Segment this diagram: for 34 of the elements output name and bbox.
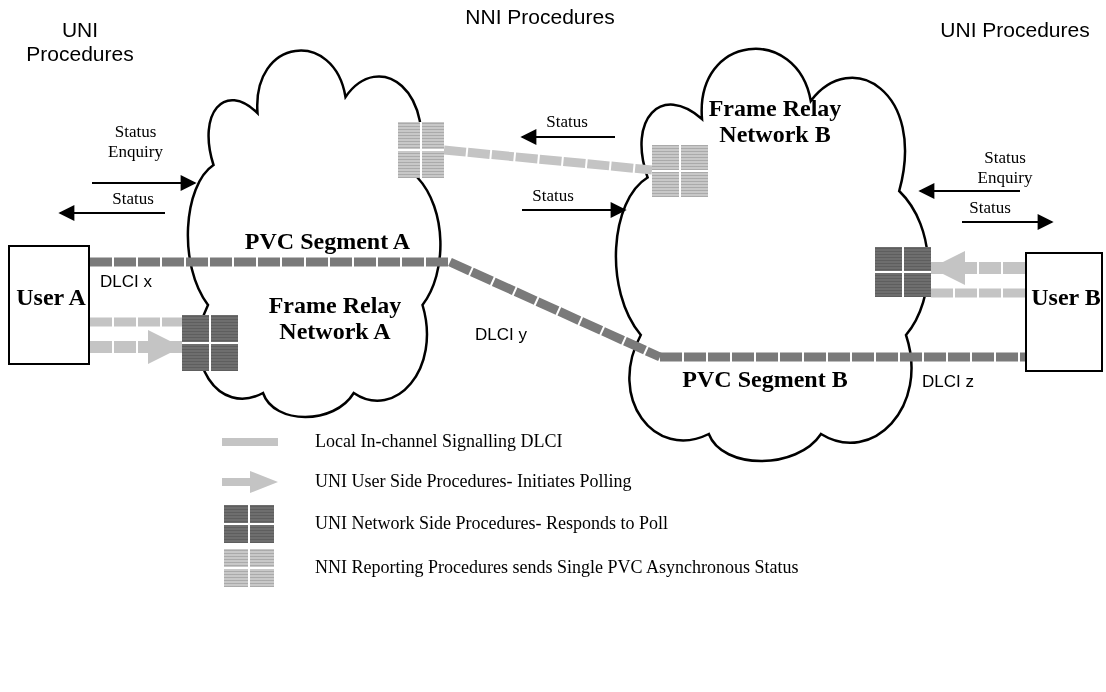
node-label: User A bbox=[15, 284, 87, 311]
message-label: Status bbox=[545, 112, 589, 132]
legend-label: Local In-channel Signalling DLCI bbox=[315, 431, 563, 452]
section-heading: NNI Procedures bbox=[465, 5, 615, 30]
node-label: Frame Relay Network B bbox=[707, 95, 843, 148]
hatched-square bbox=[652, 145, 708, 197]
section-heading: UNI Procedures bbox=[25, 18, 135, 67]
node-label: Frame Relay Network A bbox=[267, 292, 403, 345]
user-box bbox=[1025, 252, 1103, 372]
message-label: Status bbox=[968, 198, 1012, 218]
message-label: Status Enquiry bbox=[976, 148, 1034, 188]
connector-line bbox=[931, 288, 1025, 298]
message-label: Status bbox=[111, 189, 155, 209]
connector-line bbox=[660, 352, 1025, 362]
connector-line bbox=[90, 317, 182, 327]
message-label: Status bbox=[531, 186, 575, 206]
edge-label: DLCI y bbox=[475, 325, 527, 345]
hatched-square bbox=[875, 247, 931, 297]
connector-line bbox=[443, 145, 653, 175]
arrow bbox=[931, 251, 1025, 285]
node-label: PVC Segment A bbox=[243, 228, 412, 255]
connector-line bbox=[90, 257, 450, 267]
hatched-square bbox=[182, 315, 238, 371]
hatched-square bbox=[398, 122, 444, 178]
node-label: PVC Segment B bbox=[681, 366, 849, 393]
node-label: User B bbox=[1030, 284, 1102, 311]
legend-label: UNI Network Side Procedures- Responds to Poll bbox=[315, 513, 668, 534]
user-box bbox=[8, 245, 90, 365]
arrow bbox=[90, 330, 182, 364]
legend-label: NNI Reporting Procedures sends Single PVC Asynchronous Status bbox=[315, 557, 799, 578]
connector-line bbox=[448, 257, 662, 362]
section-heading: UNI Procedures bbox=[940, 18, 1090, 43]
message-label: Status Enquiry bbox=[107, 122, 164, 162]
legend-label: UNI User Side Procedures- Initiates Polling bbox=[315, 471, 632, 492]
